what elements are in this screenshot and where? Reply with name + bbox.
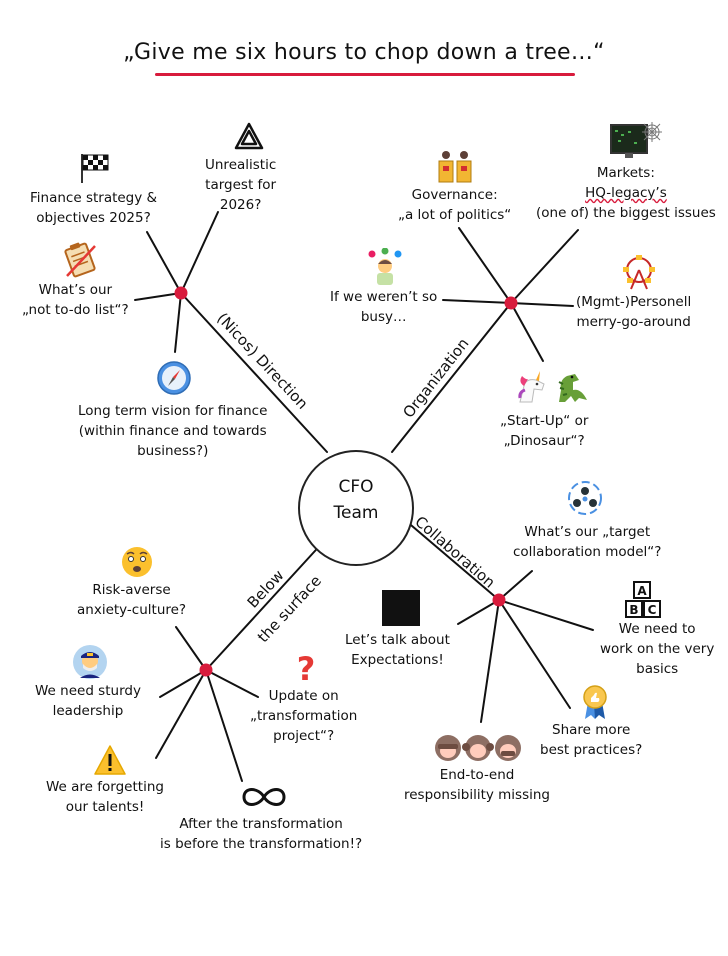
svg-text:?: ? (297, 652, 316, 684)
ferris-wheel-icon (623, 255, 655, 290)
label-governance: Governance:„a lot of politics“ (398, 187, 512, 223)
juggler-icon (368, 248, 402, 285)
question-mark-icon: ? (297, 652, 316, 684)
page-title: „Give me six hours to chop down a tree…“ (123, 40, 605, 65)
captain-icon (73, 645, 107, 679)
team-network-icon (568, 481, 602, 515)
hub-organization (504, 296, 518, 310)
label-markets: Markets: HQ-legacy’s (one of) the bigges… (536, 165, 716, 221)
abc-blocks-icon: A B C (625, 581, 661, 618)
svg-text:A: A (637, 584, 647, 598)
center-line1: CFO (338, 477, 374, 497)
label-long-term-vision: Long term vision for finance(within fina… (78, 403, 268, 459)
hub-collaboration (492, 593, 506, 607)
svg-text:C: C (648, 603, 657, 617)
hub-direction (174, 286, 188, 300)
label-startup-dinosaur: „Start-Up“ or„Dinosaur“? (500, 413, 589, 449)
clipboard-crossed-icon (64, 242, 96, 278)
label-finance-strategy: Finance strategy &objectives 2025? (30, 190, 158, 226)
three-monkeys-icon (435, 735, 521, 761)
spider-web-monitor-icon (610, 122, 662, 158)
center-node: CFO Team (298, 450, 414, 566)
compass-icon (157, 361, 191, 395)
svg-text:B: B (629, 603, 638, 617)
anxious-face-icon (122, 547, 152, 577)
podium-speakers-icon (438, 151, 472, 183)
unicorn-icon (518, 371, 545, 403)
penrose-triangle-icon (234, 122, 264, 150)
award-badge-icon (583, 685, 607, 719)
center-line2: Team (333, 503, 379, 523)
black-box-icon (382, 590, 420, 626)
label-not-to-do: What’s our„not to-do list“? (22, 282, 129, 318)
checkered-flag-icon (81, 154, 109, 183)
dinosaur-icon (558, 374, 587, 402)
title-underline (155, 73, 575, 76)
infinity-icon (242, 788, 286, 806)
warning-icon (94, 745, 126, 775)
hub-below (199, 663, 213, 677)
